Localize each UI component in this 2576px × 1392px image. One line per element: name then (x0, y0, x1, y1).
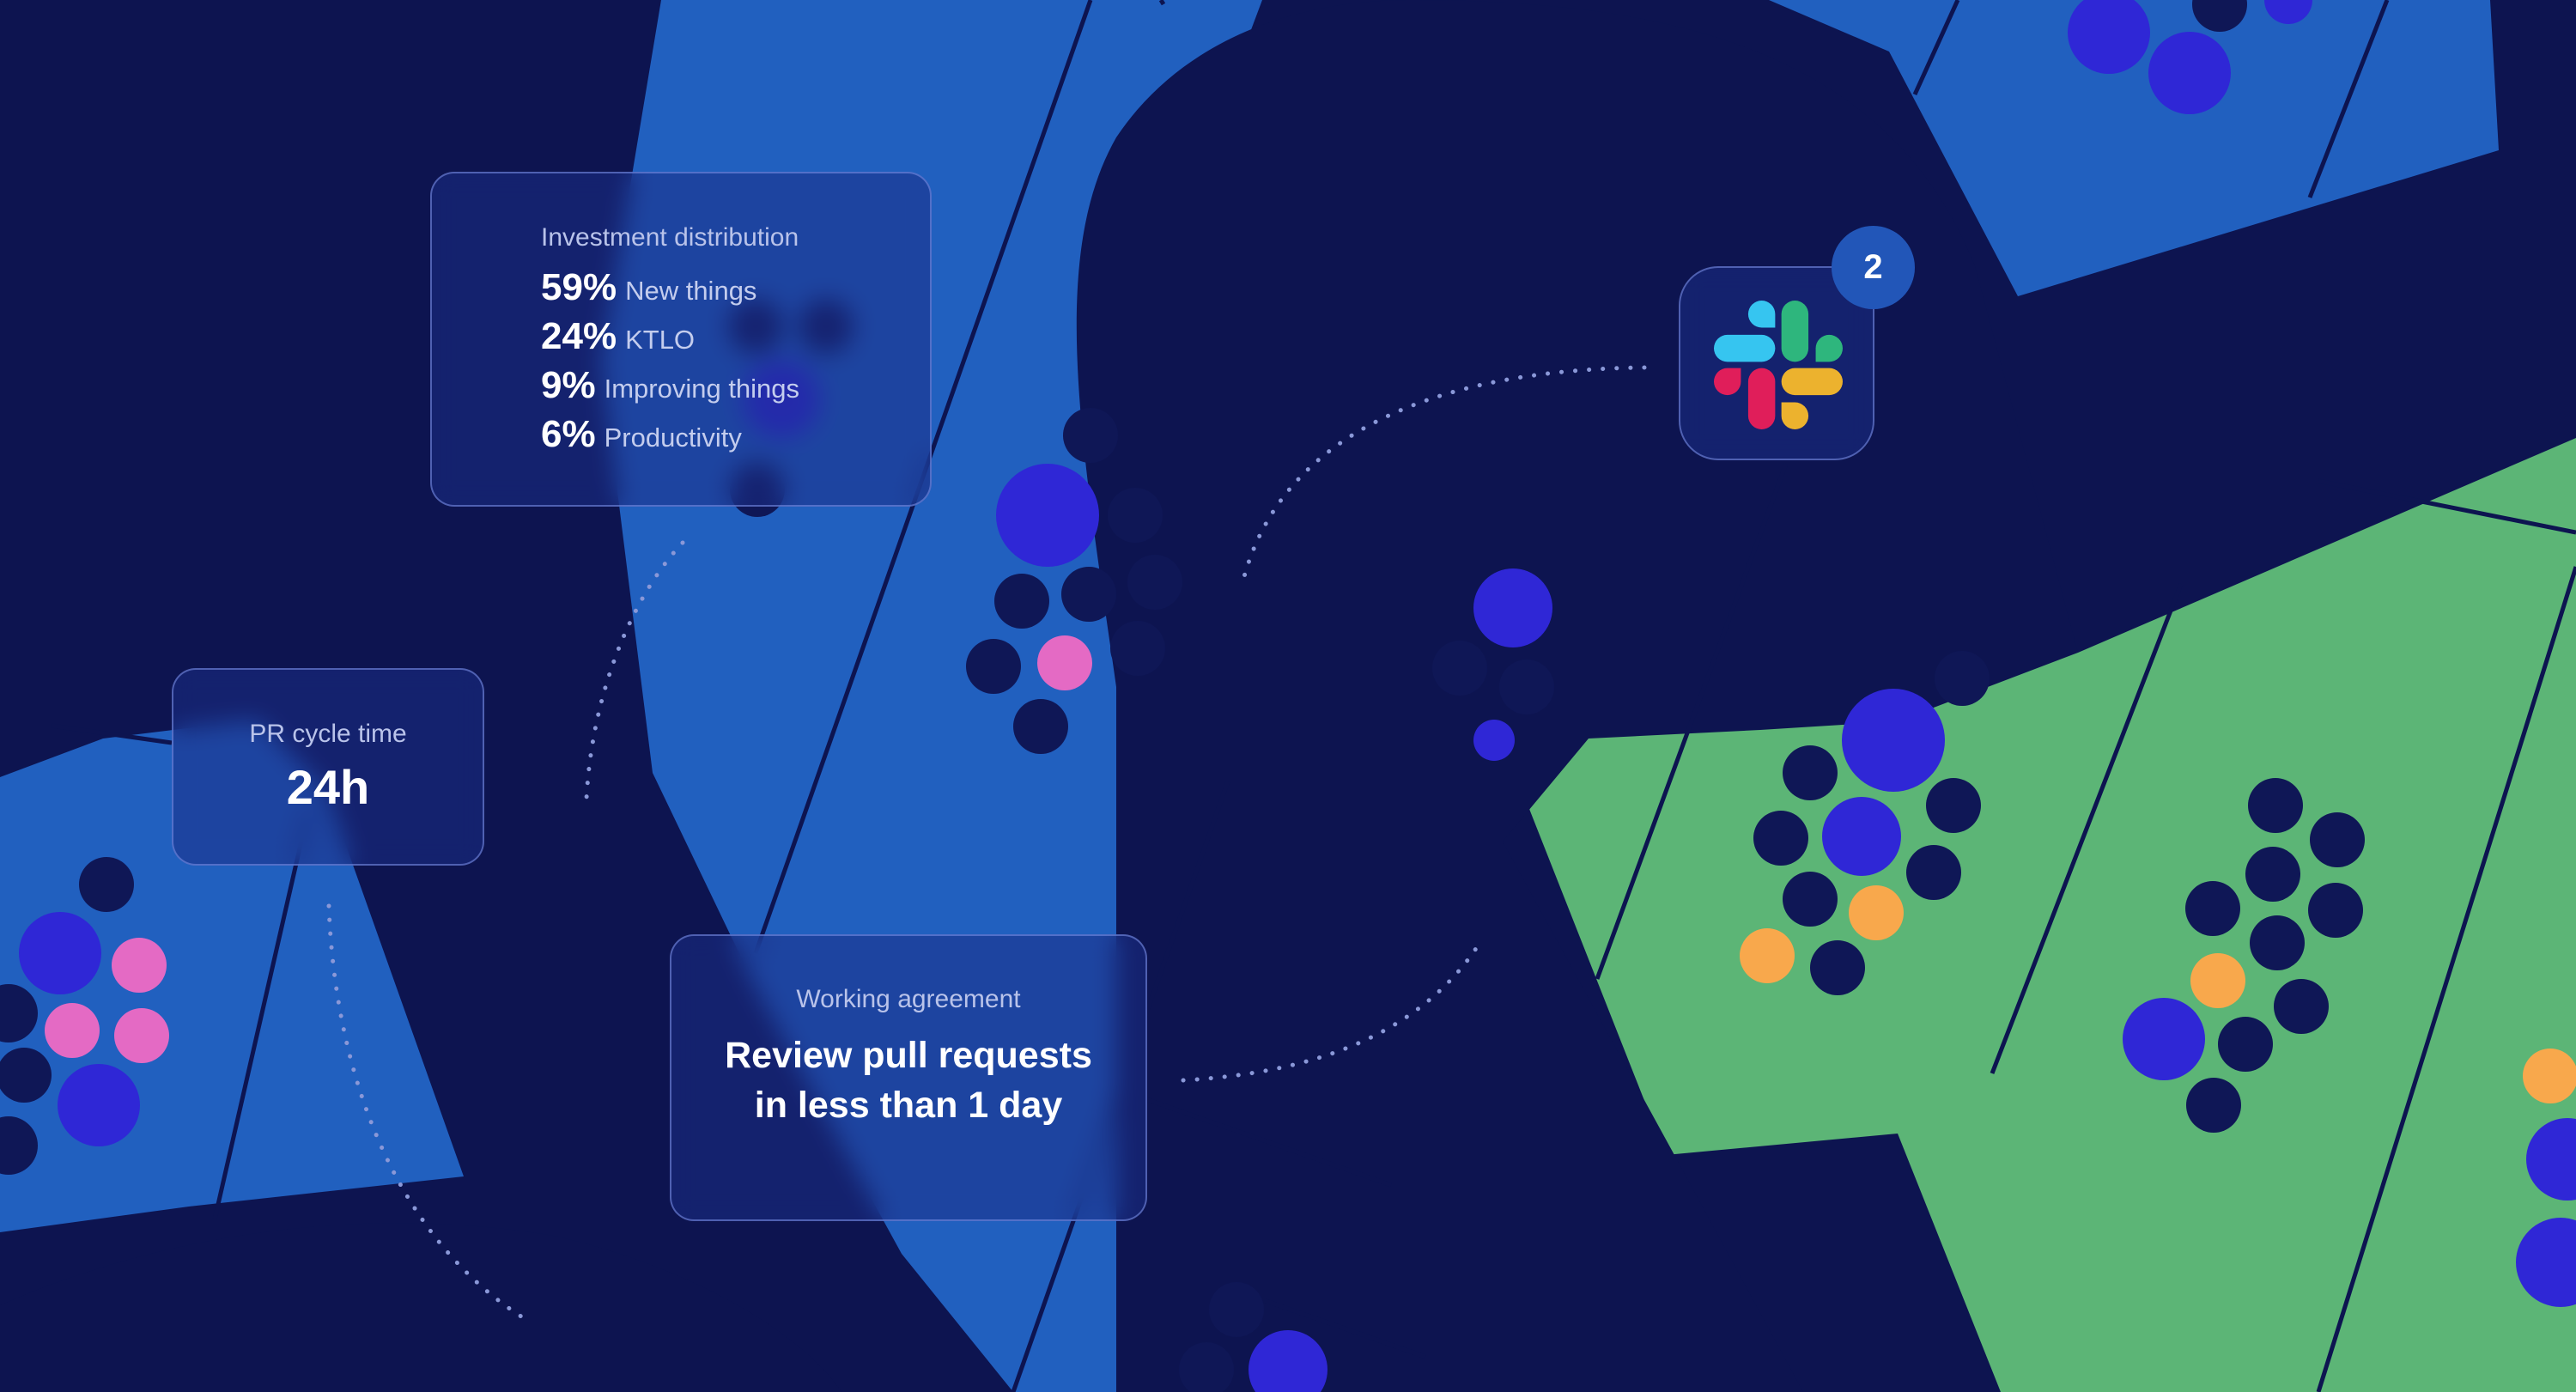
investment-percent: 6% (541, 413, 596, 455)
pr-cycle-time-label: PR cycle time (249, 720, 407, 748)
investment-item: 6% Productivity (541, 413, 799, 462)
left-dark-wave (0, 1223, 841, 1392)
investment-distribution-label: Investment distribution (541, 223, 799, 252)
investment-category: KTLO (625, 325, 696, 355)
pr-cycle-time-value: 24h (286, 760, 370, 814)
investment-list: 59% New things 24% KTLO 9% Improving things 6%… (541, 266, 799, 462)
investment-item: 59% New things (541, 266, 799, 315)
dot-cluster-green-left (1432, 568, 1554, 761)
dot-cluster-top-right (2068, 0, 2312, 114)
notification-count-badge: 2 (1832, 226, 1915, 309)
dot-cluster-green-center (1740, 651, 1990, 995)
investment-category: New things (625, 276, 757, 306)
investment-percent: 59% (541, 266, 617, 308)
working-agreement-text: Review pull requests in less than 1 day (725, 1035, 1092, 1126)
working-agreement-label: Working agreement (796, 985, 1021, 1013)
investment-item: 24% KTLO (541, 315, 799, 364)
investment-distribution-card: Investment distribution 59% New things 24%… (430, 172, 932, 507)
dot-cluster-bottom-center (1179, 1282, 1327, 1392)
investment-item: 9% Improving things (541, 364, 799, 413)
dot-cluster-green-right (2123, 778, 2576, 1307)
dotted-connectors (326, 365, 1647, 1321)
investment-percent: 9% (541, 364, 596, 406)
pr-cycle-time-card: PR cycle time 24h (172, 668, 484, 866)
top-right-blue-band (1769, 0, 2499, 296)
investment-category: Improving things (604, 374, 800, 404)
working-agreement-card: Working agreement Review pull requests i… (670, 934, 1147, 1221)
investment-category: Productivity (604, 422, 742, 453)
slack-notification-tile[interactable] (1679, 266, 1874, 460)
investment-percent: 24% (541, 315, 617, 357)
dot-cluster-left (0, 857, 169, 1175)
slack-logo-icon (1714, 301, 1843, 429)
